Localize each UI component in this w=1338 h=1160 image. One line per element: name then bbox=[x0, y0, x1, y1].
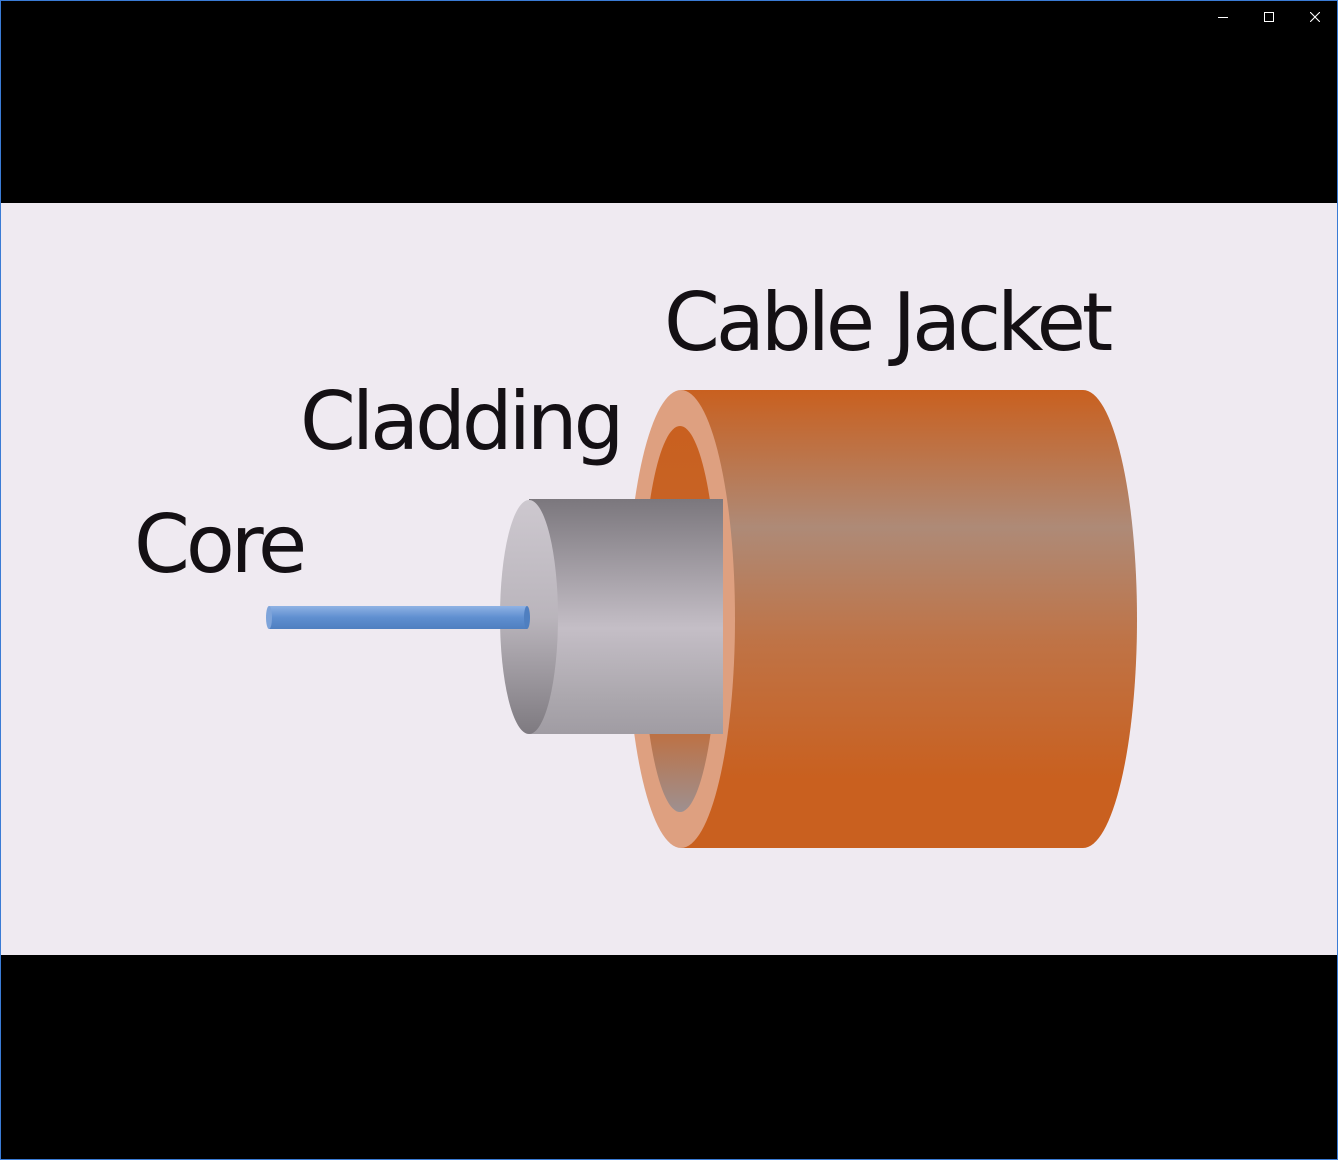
fiber-optic-cable-diagram: Cable Jacket Cladding Core bbox=[134, 276, 1137, 848]
cladding-layer bbox=[500, 499, 723, 734]
core-label: Core bbox=[134, 498, 303, 591]
close-button[interactable] bbox=[1292, 1, 1337, 33]
title-bar[interactable] bbox=[1, 1, 1337, 33]
cable-jacket-label: Cable Jacket bbox=[664, 276, 1112, 369]
minimize-icon bbox=[1218, 12, 1228, 22]
minimize-button[interactable] bbox=[1200, 1, 1246, 33]
close-icon bbox=[1310, 12, 1320, 22]
maximize-icon bbox=[1264, 12, 1274, 22]
cladding-label: Cladding bbox=[300, 375, 620, 468]
maximize-button[interactable] bbox=[1246, 1, 1292, 33]
core-fiber bbox=[266, 606, 530, 629]
video-frame[interactable]: Cable Jacket Cladding Core bbox=[1, 203, 1337, 955]
